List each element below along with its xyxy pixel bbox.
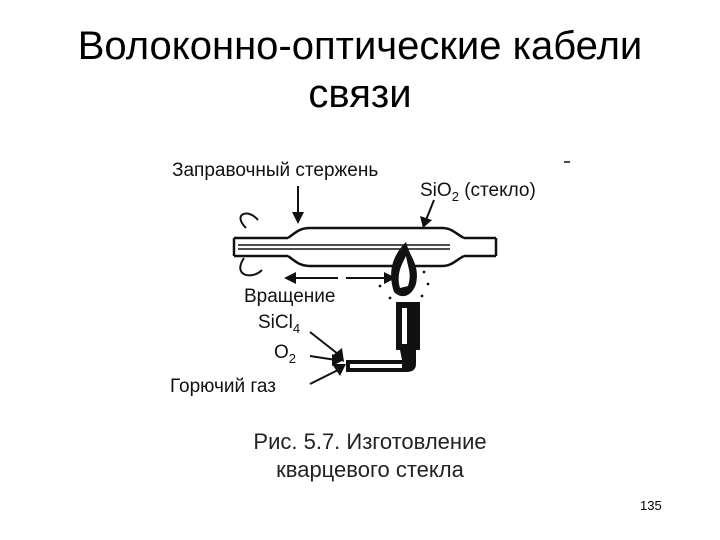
gas-arrow (309, 369, 339, 385)
figure-caption-line-2: кварцевого стекла (276, 457, 464, 482)
rod-label: Заправочный стержень (172, 160, 379, 181)
sicl4-label-sub: 4 (292, 320, 301, 336)
sio2-label: SiO2 (стекло) (420, 180, 536, 208)
glass-tube (232, 226, 498, 268)
sio2-label-main: SiO (420, 180, 452, 201)
rotation-arrowhead-left (284, 272, 296, 284)
rotation-arc-top (239, 212, 259, 229)
diagram-drawing (232, 161, 570, 385)
figure-caption-line-1: Рис. 5.7. Изготовление (253, 429, 487, 454)
slide-title-line-1: Волоконно-оптические кабели (77, 24, 643, 68)
rotation-arc-bottom (239, 257, 263, 277)
page-number: 135 (640, 498, 662, 513)
slide-title-line-2: связи (308, 72, 412, 116)
quartz-glass-diagram: Заправочный стержень SiO2 (стекло) Враще… (150, 148, 590, 418)
o2-arrowhead (332, 354, 344, 366)
rotation-arrowhead-right (384, 272, 396, 284)
o2-label-sub: 2 (288, 350, 297, 366)
o2-label: O2 (274, 342, 296, 370)
sicl4-arrow (309, 331, 339, 355)
burner-body (346, 302, 420, 372)
sio2-label-tail: (стекло) (458, 180, 536, 201)
figure-caption: Рис. 5.7. Изготовление кварцевого стекла (210, 428, 530, 484)
sio2-arrowhead (420, 216, 432, 228)
slide-title: Волоконно-оптические кабели связи (0, 22, 720, 118)
gas-arrowhead (332, 364, 346, 376)
sio2-arrow (425, 199, 435, 221)
burner-flame (378, 242, 430, 300)
sicl4-label: SiCl4 (258, 312, 300, 340)
gas-label: Горючий газ (170, 376, 276, 397)
sio2-label-sub: 2 (451, 188, 459, 204)
rotation-label: Вращение (244, 286, 336, 307)
o2-arrow (309, 355, 337, 361)
sicl4-label-main: SiCl (258, 312, 293, 333)
rod-arrowhead (292, 212, 304, 224)
o2-label-main: O (274, 342, 289, 363)
